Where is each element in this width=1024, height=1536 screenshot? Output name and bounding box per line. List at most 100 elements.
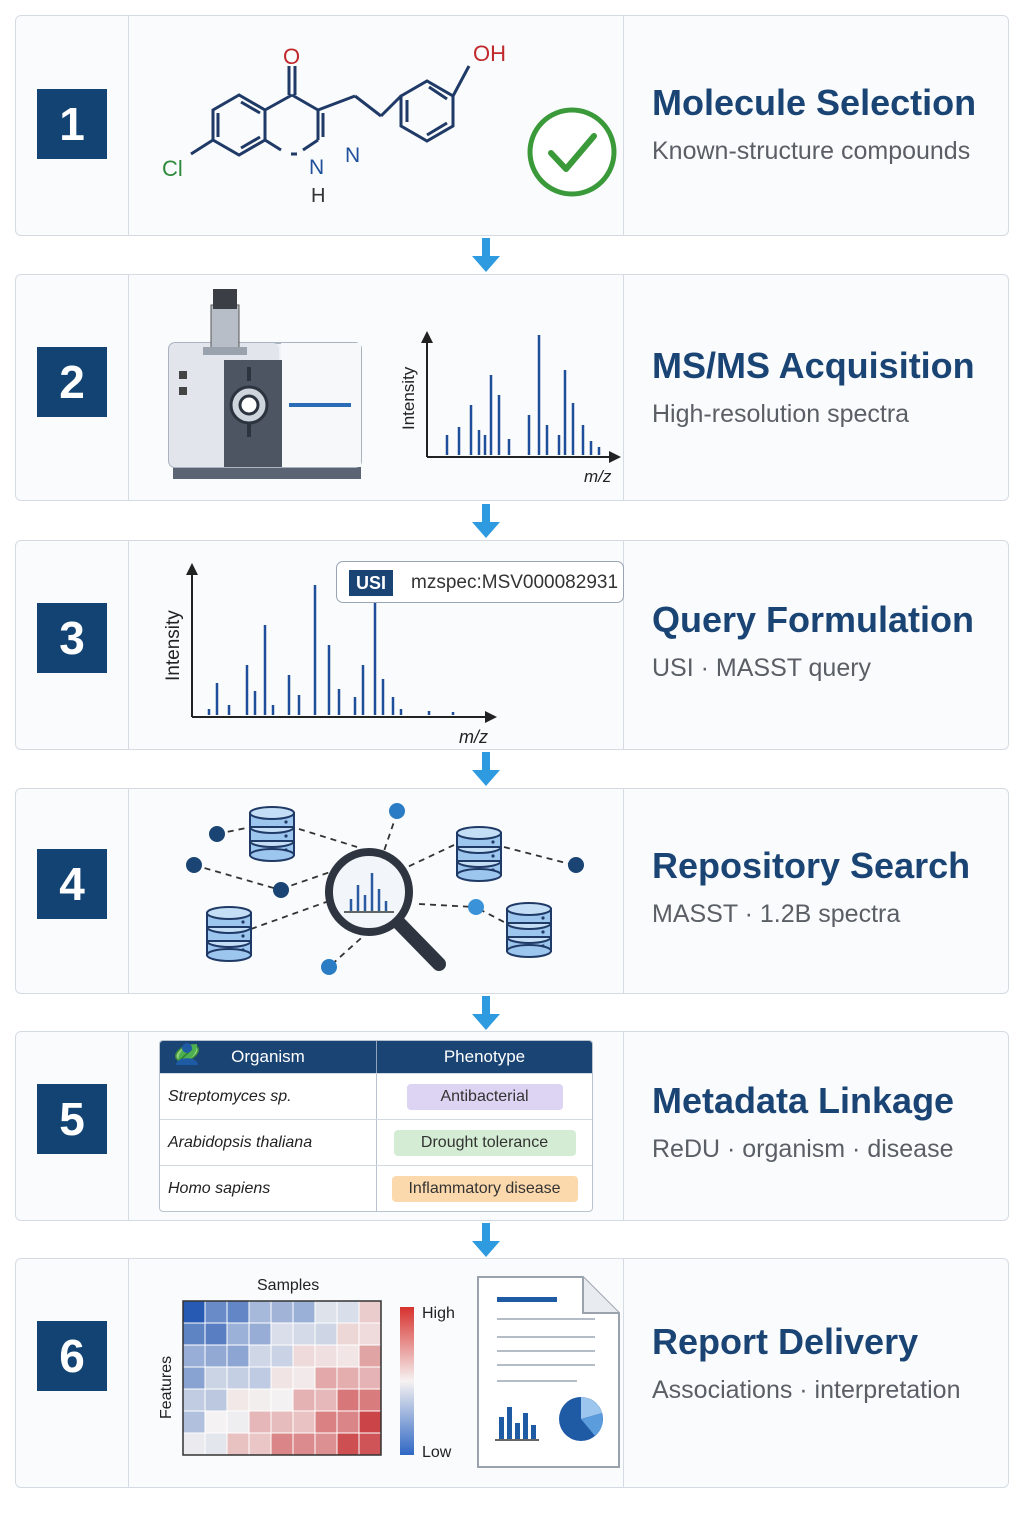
down-arrow-icon <box>472 238 500 272</box>
nitrogen-label: N <box>345 144 360 167</box>
network-node <box>389 803 405 819</box>
metadata-table: Organism Phenotype Streptomyces sp. Anti… <box>159 1040 593 1212</box>
person-icon <box>176 1043 198 1065</box>
step-number-column: 4 <box>16 789 129 993</box>
step-subtitle: High-resolution spectra <box>652 400 910 428</box>
heatmap-cell <box>248 1366 272 1390</box>
step-subtitle: USI · MASST query <box>652 654 872 682</box>
color-scale-bar <box>400 1307 414 1455</box>
spectrum-chart-step2: Intensity m/z <box>399 331 621 486</box>
heatmap-cell <box>182 1300 206 1324</box>
metadata-linkage-visual: Organism Phenotype Streptomyces sp. Anti… <box>129 1032 624 1220</box>
heatmap-cell <box>358 1300 382 1324</box>
network-node <box>468 899 484 915</box>
heatmap-cell <box>182 1410 206 1434</box>
heatmap-cell <box>226 1410 250 1434</box>
ms-acquisition-visual: Intensity m/z <box>129 275 624 500</box>
heatmap-cell <box>226 1432 250 1456</box>
table-header: Organism Phenotype <box>160 1041 592 1073</box>
query-formulation-visual: Intensity m/z USI mzspec:MSV000082931 <box>129 541 624 749</box>
heatmap-cell <box>204 1344 228 1368</box>
report-document-icon <box>477 1276 620 1468</box>
table-row: Streptomyces sp. Antibacterial <box>160 1044 592 1119</box>
molecule-structure-visual: O OH Cl N N H <box>129 16 624 235</box>
down-arrow-icon <box>472 1223 500 1257</box>
scale-high-label: High <box>422 1305 455 1322</box>
step-subtitle: Known-structure compounds <box>652 137 971 165</box>
heatmap-cell <box>336 1344 360 1368</box>
heatmap-cell <box>204 1410 228 1434</box>
heatmap-cell <box>248 1300 272 1324</box>
scale-low-label: Low <box>422 1444 452 1461</box>
heatmap-cell <box>358 1344 382 1368</box>
network-node <box>273 882 289 898</box>
step-number-badge: 3 <box>37 603 107 673</box>
step-number-badge: 1 <box>37 89 107 159</box>
heatmap-cell <box>226 1344 250 1368</box>
heatmap-cell <box>204 1388 228 1412</box>
heatmap-cell <box>248 1344 272 1368</box>
step-title: Metadata Linkage <box>652 1080 955 1121</box>
network-node <box>209 826 225 842</box>
oxygen-label: O <box>283 44 300 69</box>
usi-value: mzspec:MSV000082931 <box>411 572 619 593</box>
repository-network-diagram <box>186 803 584 975</box>
heatmap-cell <box>314 1388 338 1412</box>
network-node <box>321 959 337 975</box>
heatmap-cell <box>270 1388 294 1412</box>
step-4-panel: 4 <box>15 788 1009 994</box>
heatmap-cell <box>292 1366 316 1390</box>
database-icon-group <box>206 806 552 962</box>
heatmap-cell <box>358 1410 382 1434</box>
mass-spectrometer-illustration <box>168 289 362 479</box>
heatmap-cell <box>314 1410 338 1434</box>
heatmap-cell <box>270 1366 294 1390</box>
step-title: MS/MS Acquisition <box>652 345 975 386</box>
heatmap-cell <box>314 1344 338 1368</box>
y-axis-label: Intensity <box>399 366 418 430</box>
heatmap-cell <box>292 1344 316 1368</box>
heatmap-cell <box>226 1322 250 1346</box>
x-axis-label: m/z <box>584 467 612 486</box>
step-title: Report Delivery <box>652 1321 919 1362</box>
down-arrow-icon <box>472 504 500 538</box>
heatmap-cell <box>314 1322 338 1346</box>
heatmap-cell <box>270 1432 294 1456</box>
heatmap-cell <box>292 1322 316 1346</box>
heatmap-cell <box>182 1322 206 1346</box>
step-number-column: 5 <box>16 1032 129 1220</box>
heatmap-cell <box>270 1322 294 1346</box>
nh-nitrogen-label: N <box>309 156 324 179</box>
step-1-panel: 1 <box>15 15 1009 236</box>
heatmap-cell <box>292 1432 316 1456</box>
heatmap-cell <box>336 1388 360 1412</box>
heatmap-ylabel: Features <box>158 1356 175 1419</box>
step-subtitle: MASST · 1.2B spectra <box>652 900 901 928</box>
organism-name: Arabidopsis thaliana <box>168 1133 313 1151</box>
step-2-panel: 2 Intensity m/z <box>15 274 1009 501</box>
heatmap-cell <box>226 1366 250 1390</box>
usi-tag: USI <box>349 570 394 596</box>
database-icon <box>506 902 552 958</box>
heatmap-cell <box>358 1322 382 1346</box>
heatmap-title: Samples <box>257 1277 319 1294</box>
step-number-badge: 6 <box>37 1321 107 1391</box>
heatmap-cell <box>248 1410 272 1434</box>
step-subtitle: ReDU · organism · disease <box>652 1135 954 1163</box>
heatmap-cell <box>226 1300 250 1324</box>
heatmap-cell <box>182 1388 206 1412</box>
step-title: Repository Search <box>652 845 971 886</box>
step-number-column: 1 <box>16 16 129 235</box>
step-number-column: 3 <box>16 541 129 749</box>
phenotype-badge: Antibacterial <box>406 1083 563 1110</box>
heatmap-cell <box>314 1432 338 1456</box>
check-circle-icon <box>527 107 617 197</box>
hydrogen-label: H <box>311 185 325 207</box>
step-number-badge: 4 <box>37 849 107 919</box>
heatmap-cell <box>204 1322 228 1346</box>
step-number-column: 6 <box>16 1259 129 1487</box>
column-header-phenotype: Phenotype <box>443 1047 526 1066</box>
heatmap-cell <box>336 1300 360 1324</box>
database-icon <box>206 906 252 962</box>
usi-identifier-box: USI mzspec:MSV000082931 <box>336 561 624 603</box>
